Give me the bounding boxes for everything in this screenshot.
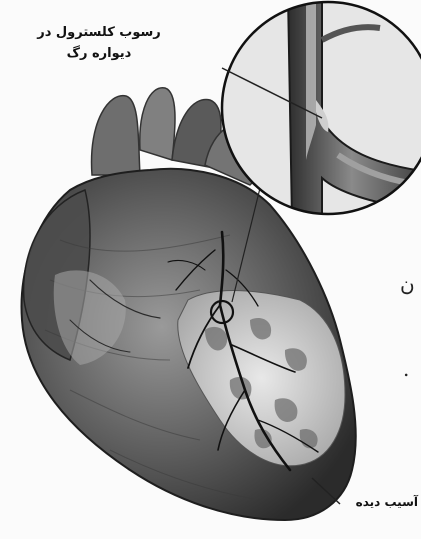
magnified-artery-inset: [220, 0, 421, 220]
cholesterol-deposit-label: رسوب کلسترول در دیواره رگ: [14, 22, 184, 64]
cropped-text-fragment-1: ن: [400, 272, 415, 296]
damaged-area-label: آسیب دیده: [300, 495, 418, 509]
cholesterol-label-line2: دیواره رگ: [14, 43, 184, 64]
cropped-text-fragment-2: .: [403, 357, 409, 381]
cholesterol-label-line1: رسوب کلسترول در: [14, 22, 184, 43]
